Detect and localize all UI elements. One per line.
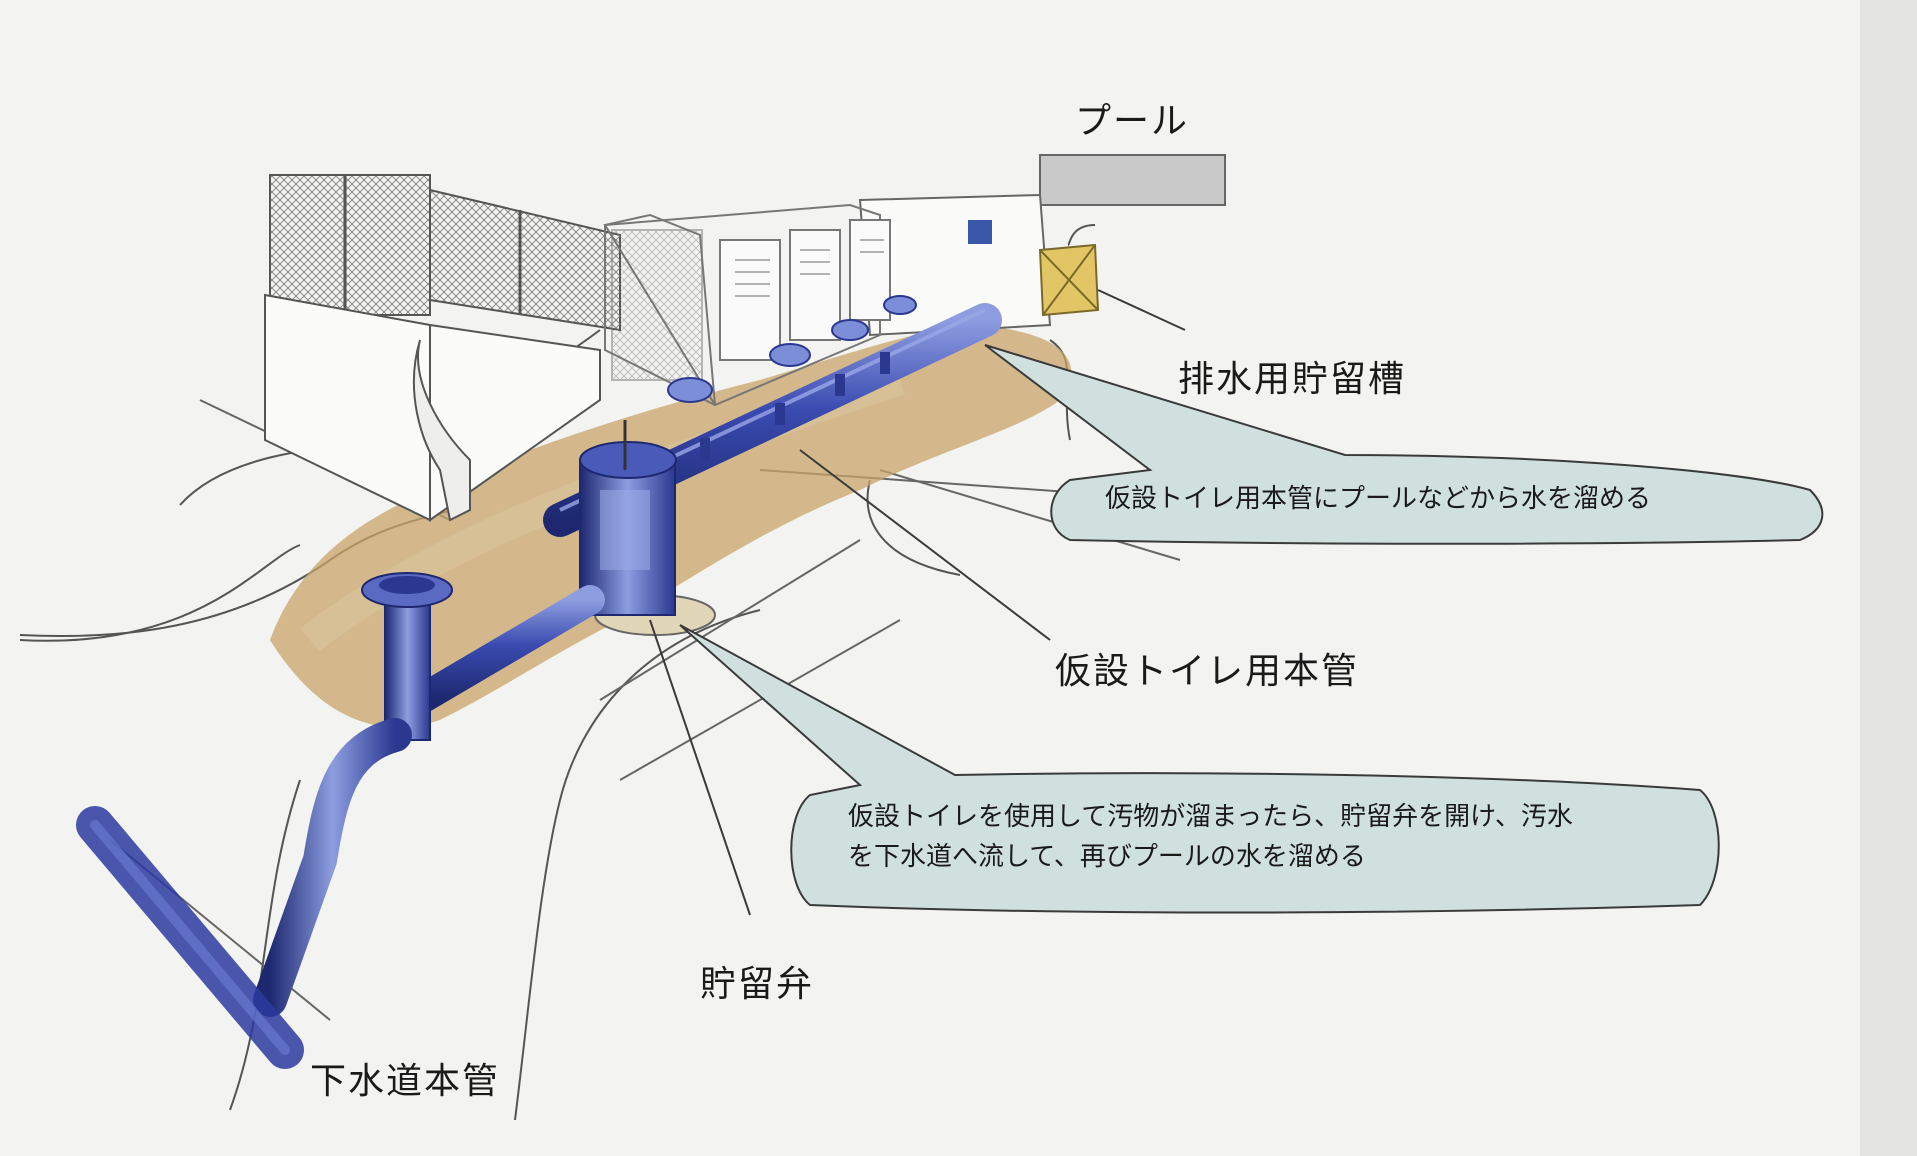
sewer-main-label: 下水道本管 — [310, 1061, 501, 1102]
pool-label: プール — [1075, 101, 1190, 142]
toilet-main-pipe-label: 仮設トイレ用本管 — [1055, 651, 1360, 692]
callout-fill-water-bubble — [984, 344, 1824, 545]
callout-operation-line-2: を下水道へ流して、再びプールの水を溜める — [848, 842, 1366, 872]
callout-fill-water-text: 仮設トイレ用本管にプールなどから水を溜める — [1105, 484, 1652, 514]
callout-operation-bubble — [679, 624, 1720, 914]
drain-storage-tank — [1038, 243, 1100, 317]
descending-pipe — [253, 718, 412, 1017]
leader-lines — [649, 289, 1186, 916]
wall — [264, 293, 601, 522]
storage-valve-label: 貯留弁 — [700, 964, 815, 1005]
paper-edge — [1860, 0, 1917, 1156]
drain-tank-label: 排水用貯留槽 — [1178, 359, 1407, 400]
connector-pipe — [405, 585, 605, 715]
vertical-pipe — [361, 572, 453, 741]
callout-operation-line-1: 仮設トイレを使用して汚物が溜まったら、貯留弁を開け、汚水 — [848, 802, 1573, 832]
toilet-bowls — [667, 295, 917, 403]
toilet-booths — [603, 203, 891, 407]
fence — [269, 174, 621, 332]
